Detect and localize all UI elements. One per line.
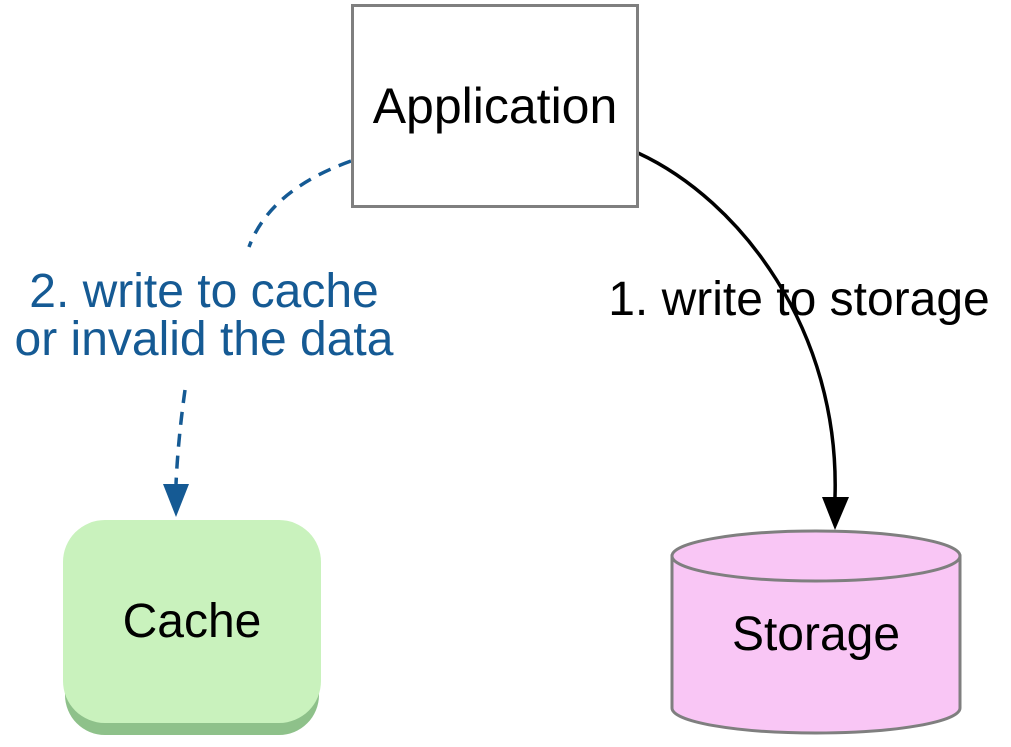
cache-edge-arrowhead-icon: [163, 484, 189, 517]
storage-cylinder: [670, 529, 962, 735]
node-cache: Cache: [63, 520, 321, 723]
storage-label: Storage: [731, 608, 901, 661]
cache-edge-label: 2. write to cache or invalid the data: [8, 268, 400, 364]
cache-edge-upper-curve: [247, 159, 352, 248]
cache-edge-label-line2: or invalid the data: [14, 313, 394, 366]
application-label: Application: [372, 78, 618, 134]
storage-edge-label: 1. write to storage: [608, 273, 990, 326]
cache-edge-label-line1: 2. write to cache: [29, 265, 379, 318]
cache-label: Cache: [122, 595, 262, 648]
storage-cylinder-top: [670, 529, 962, 583]
edge-write-to-storage: [637, 151, 849, 530]
cache-edge-lower-curve: [174, 389, 187, 485]
storage-edge-curve: [637, 151, 837, 498]
edge-write-to-cache: [163, 159, 352, 517]
storage-cylinder-body: [670, 554, 962, 735]
storage-edge-arrowhead-icon: [822, 497, 849, 530]
node-application: Application: [351, 4, 639, 208]
